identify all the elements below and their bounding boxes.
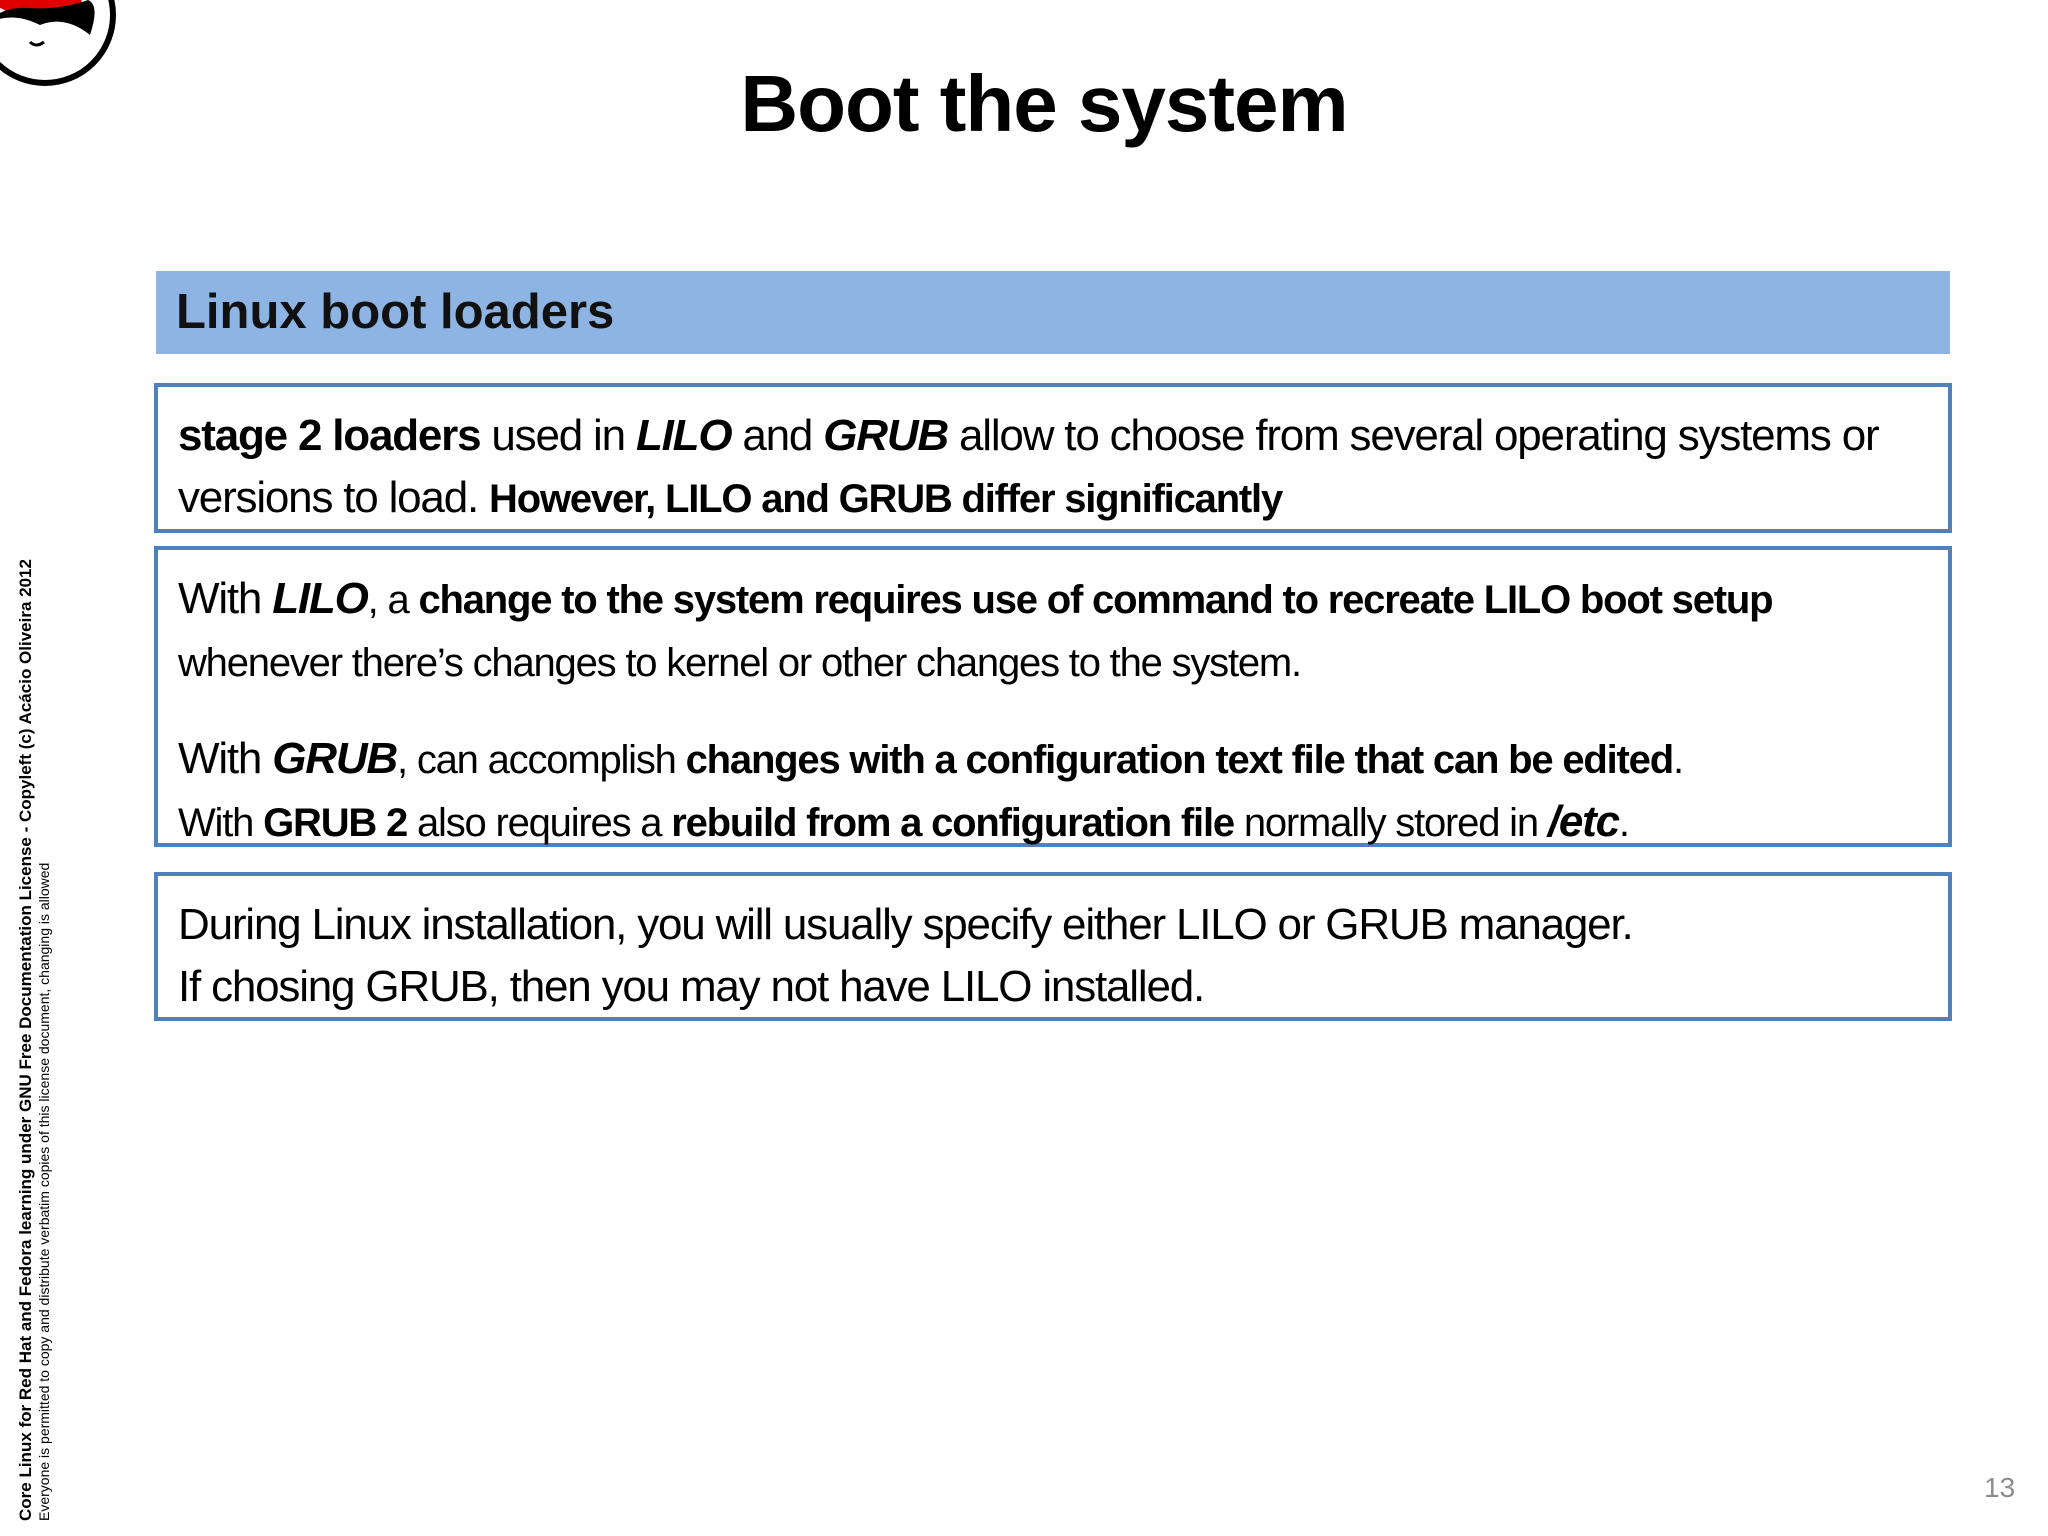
text-run: GRUB [272, 734, 398, 783]
section-header-text: Linux boot loaders [176, 285, 615, 339]
text-run: stage 2 loaders [178, 411, 482, 460]
text-run: GRUB 2 [263, 801, 408, 845]
text-box-stage2-loaders: stage 2 loaders used in LILO and GRUB al… [154, 383, 1952, 533]
paragraph-grub: With GRUB, can accomplish changes with a… [178, 728, 1928, 854]
text-run: . [1672, 738, 1684, 782]
text-box-lilo-grub: With LILO, a change to the system requir… [154, 546, 1952, 847]
text-run: rebuild from a configuration file [671, 801, 1235, 845]
text-run: change to the system requires use of com… [418, 578, 1773, 622]
text-run: With [178, 801, 264, 845]
text-run: normally stored in [1233, 801, 1548, 845]
text-box-installation: During Linux installation, you will usua… [154, 872, 1952, 1021]
text-run: , can accomplish [397, 738, 686, 782]
text-run: whenever there’s changes to kernel or ot… [178, 641, 1302, 685]
text-run: used in [480, 411, 636, 460]
text-run: . [1618, 801, 1630, 845]
installation-line-1: During Linux installation, you will usua… [178, 900, 1634, 949]
text-run: However, LILO and GRUB differ significan… [489, 477, 1283, 521]
paragraph-lilo: With LILO, a change to the system requir… [178, 568, 1928, 694]
text-run: /etc [1547, 797, 1620, 846]
text-run: With [178, 574, 273, 623]
installation-line-2: If chosing GRUB, then you may not have L… [178, 962, 1205, 1011]
text-run: With [178, 734, 273, 783]
page-number: 13 [1984, 1472, 2016, 1503]
text-run: LILO [635, 411, 733, 460]
text-run: changes with a configuration text file t… [685, 738, 1675, 782]
text-run: also requires a [407, 801, 672, 845]
text-run: LILO [272, 574, 369, 623]
red-hat-logo-icon [0, 0, 116, 86]
section-header: Linux boot loaders [156, 271, 1950, 354]
text-run: GRUB [823, 411, 949, 460]
paragraph: stage 2 loaders used in LILO and GRUB al… [178, 405, 1928, 530]
text-run: allow to choose from several operating s… [178, 411, 1880, 522]
slide-title: Boot the system [740, 59, 1348, 148]
text-run: and [731, 411, 824, 460]
text-run: , a [367, 578, 419, 622]
permission-footer: Everyone is permitted to copy and distri… [36, 862, 52, 1521]
license-footer: Core Linux for Red Hat and Fedora learni… [16, 559, 35, 1521]
